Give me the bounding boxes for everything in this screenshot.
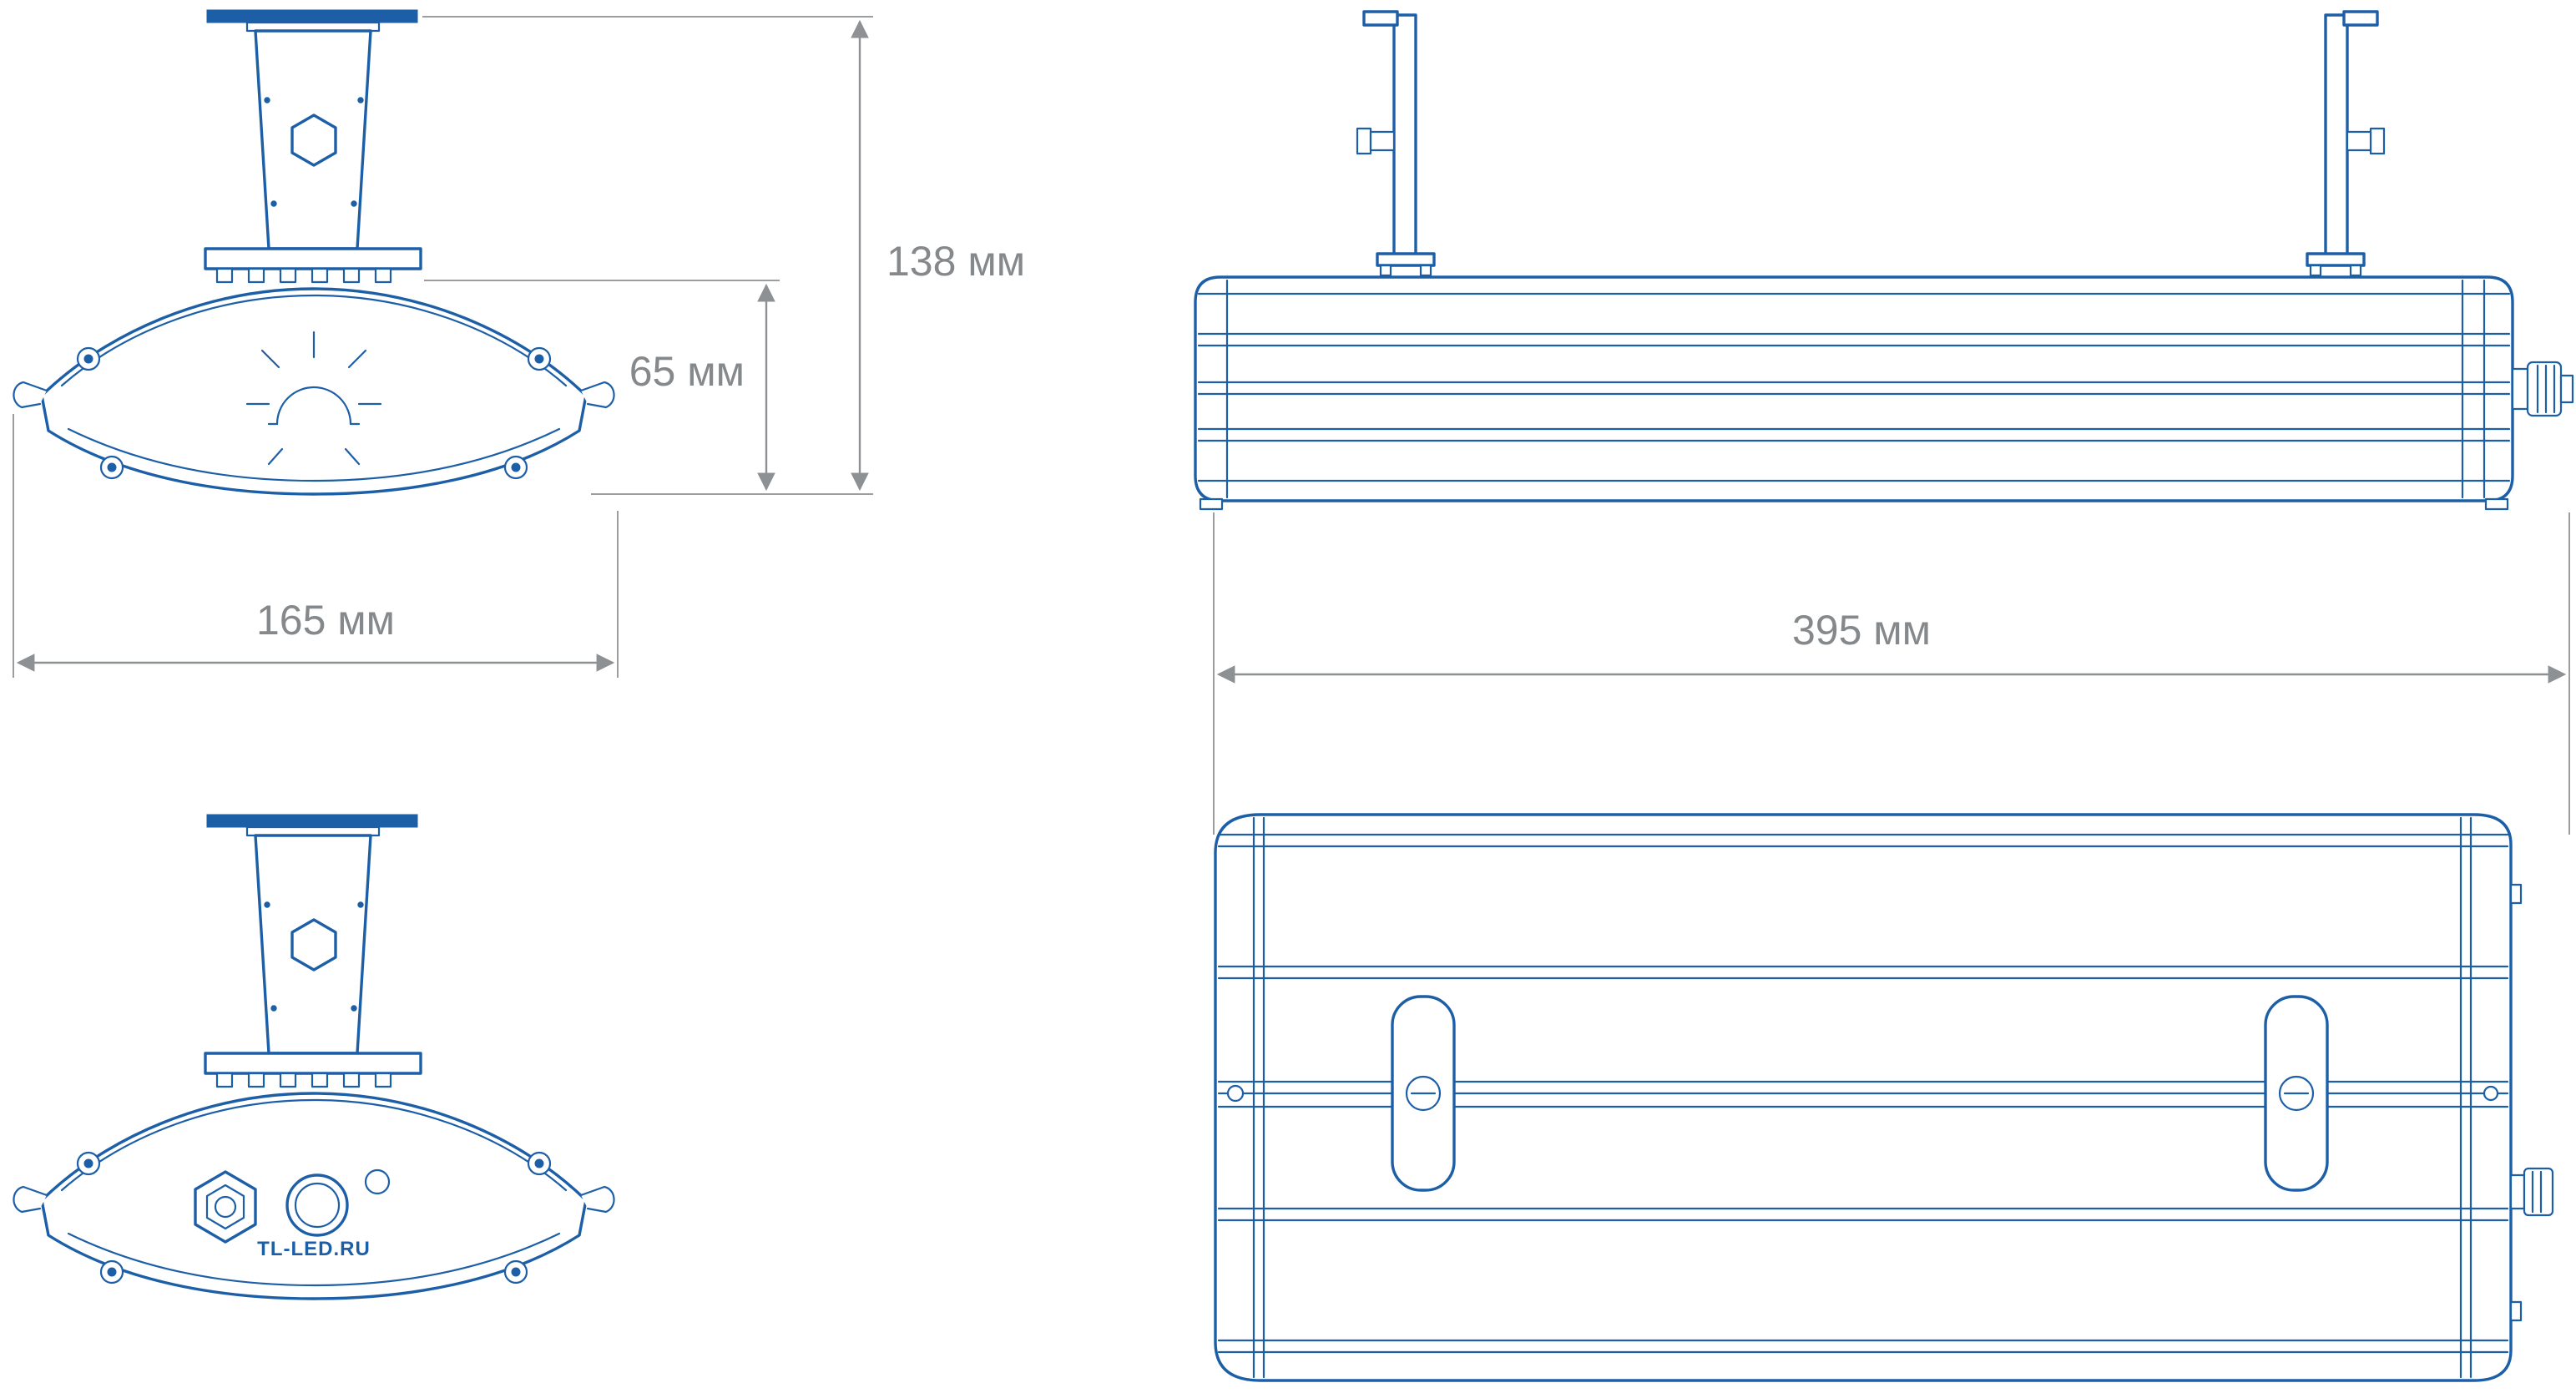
side-view [1194,10,2574,511]
bolt-nut-icon [2369,127,2386,155]
dimension-height-total: 138 мм [422,16,1025,495]
connector-icon [285,1173,349,1237]
dimension-body-height: 65 мм [424,280,780,492]
cable-gland-plan-icon [2509,1167,2554,1217]
dimension-label-138: 138 мм [886,238,1025,285]
clamp-left [1391,995,1456,1192]
brand-label: TL-LED.RU [257,1238,371,1260]
cable-gland-icon [2511,361,2574,417]
housing-body [1194,275,2514,502]
dimension-label-165: 165 мм [256,597,395,644]
mounting-bracket-right [2306,10,2386,277]
clamp-right [2264,995,2329,1192]
plan-view [1214,813,2554,1382]
mounting-bracket-left [1356,10,1436,277]
back-end-view: TL-LED.RU [12,813,616,1300]
housing-fins [1197,279,2511,499]
front-end-view [12,8,616,496]
lamp-symbol-icon [245,331,382,466]
dimension-label-65: 65 мм [629,348,745,395]
bolt-nut-icon [1356,127,1372,155]
dimension-length: 395 мм [1213,512,2570,835]
cable-gland-hex-icon [194,1170,257,1244]
dimension-width: 165 мм [13,414,619,678]
plug-icon [364,1168,391,1195]
dimension-label-395: 395 мм [1792,607,1931,654]
